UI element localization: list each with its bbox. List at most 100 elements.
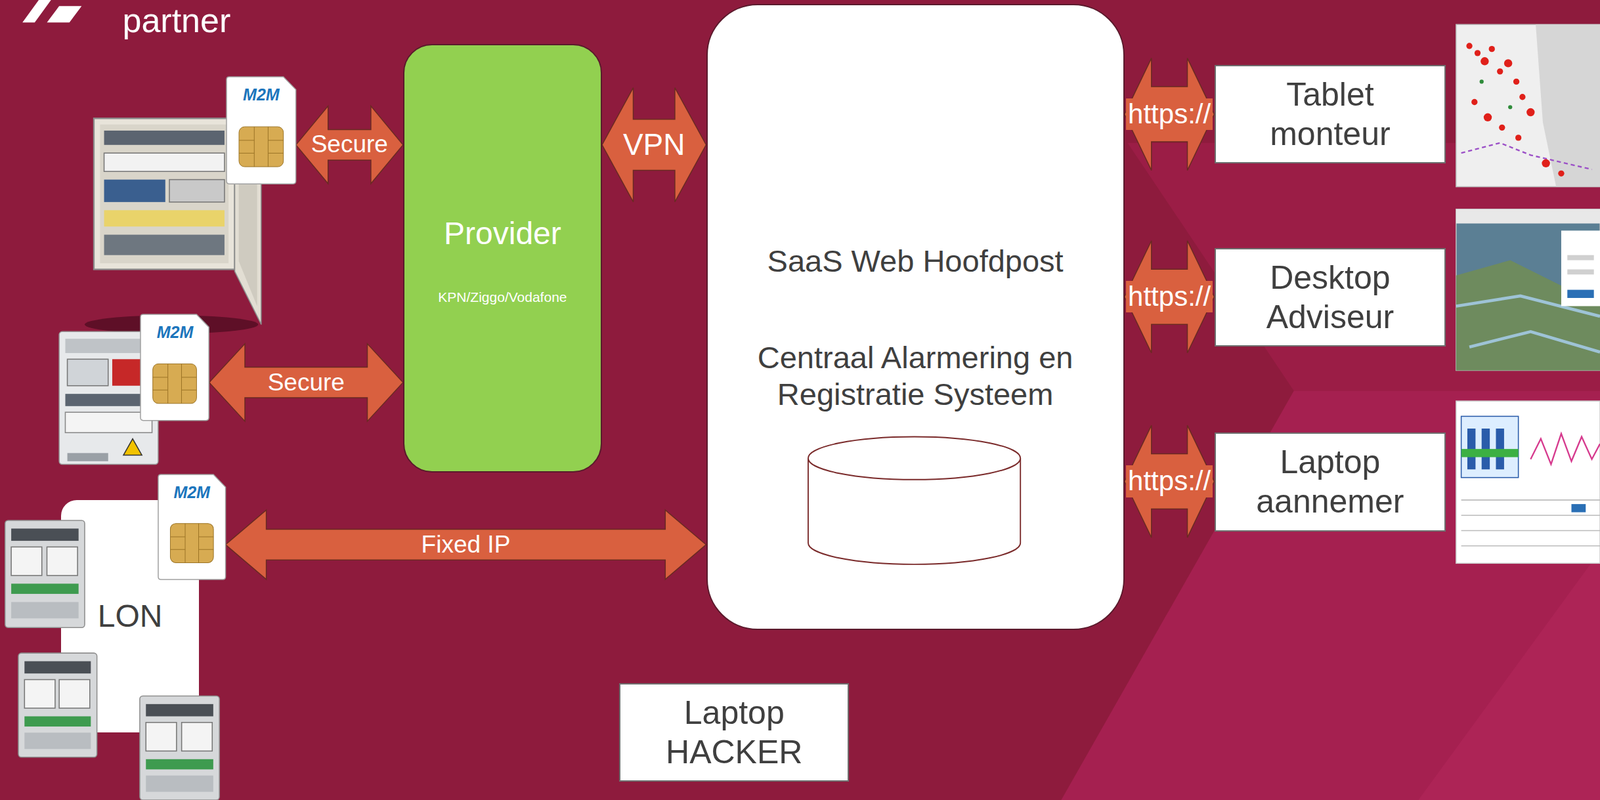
database-top bbox=[808, 436, 1021, 480]
map-screenshot bbox=[1456, 24, 1600, 187]
software-screenshot bbox=[1456, 401, 1600, 564]
terminal-row bbox=[24, 716, 91, 728]
screenshot-frame bbox=[1456, 24, 1600, 187]
breaker-row bbox=[11, 528, 79, 541]
background-band bbox=[1418, 551, 1600, 800]
map-land bbox=[1535, 24, 1600, 187]
table-line bbox=[1461, 514, 1600, 517]
provider-box: ProviderKPN/Ziggo/Vodafone bbox=[403, 43, 603, 473]
terminal-row bbox=[104, 152, 225, 172]
login-card bbox=[1561, 230, 1600, 306]
breaker-row bbox=[145, 704, 214, 717]
cable-duct bbox=[11, 602, 79, 619]
node-subtitle: KPN/Ziggo/Vodafone bbox=[437, 288, 567, 306]
cable-glands bbox=[67, 453, 109, 461]
table-button bbox=[1571, 504, 1586, 513]
device-box: Desktop Adviseur bbox=[1214, 248, 1447, 348]
edge-label: https:// bbox=[1125, 98, 1213, 130]
breaker-row bbox=[64, 393, 152, 407]
map-dot bbox=[1513, 78, 1520, 85]
controller bbox=[104, 179, 166, 203]
warning-sign bbox=[123, 439, 142, 456]
login-screenshot bbox=[1456, 209, 1600, 371]
cable-duct bbox=[104, 235, 225, 256]
breaker-row bbox=[104, 130, 225, 146]
contactor bbox=[145, 722, 177, 752]
map-dot bbox=[1498, 124, 1505, 131]
node-title: Provider bbox=[443, 214, 562, 253]
map-dot bbox=[1519, 93, 1526, 100]
node-title: M2M bbox=[156, 322, 194, 343]
schematic-panel bbox=[1461, 416, 1519, 478]
sim-card-body bbox=[140, 314, 209, 421]
double-arrow bbox=[225, 510, 707, 580]
contactor bbox=[59, 680, 90, 710]
node-title: Laptop HACKER bbox=[651, 693, 817, 773]
cable-duct bbox=[24, 732, 91, 750]
map-dot bbox=[1508, 105, 1513, 109]
node-title: Laptop aannemer bbox=[1248, 442, 1413, 522]
database-body bbox=[808, 458, 1021, 565]
device-box: Laptop aannemer bbox=[1214, 432, 1447, 532]
table-line bbox=[1461, 530, 1600, 532]
login-button bbox=[1567, 290, 1594, 299]
node-subtitle: Centraal Alarmering en Registratie Syste… bbox=[731, 339, 1100, 414]
terminal-row bbox=[11, 583, 79, 595]
sim-chip bbox=[238, 126, 284, 167]
edge-label: Fixed IP bbox=[419, 531, 513, 560]
contactor bbox=[11, 546, 43, 576]
node-title: M2M bbox=[242, 84, 280, 105]
table-line bbox=[1461, 545, 1600, 547]
sim-chip-lines bbox=[152, 363, 197, 404]
map-dot bbox=[1479, 79, 1484, 84]
small-cabinet bbox=[5, 520, 85, 628]
node-title: LON bbox=[97, 597, 163, 636]
node-title: Desktop Adviseur bbox=[1248, 258, 1413, 337]
sim-chip-lines bbox=[238, 126, 284, 167]
controller bbox=[67, 359, 109, 386]
double-arrow bbox=[209, 344, 404, 422]
cabinet-body bbox=[139, 695, 220, 800]
logo-mark bbox=[22, 0, 52, 23]
small-cabinet bbox=[18, 653, 98, 758]
saas-platform-box: SaaS Web HoofdpostCentraal Alarmering en… bbox=[706, 3, 1125, 631]
map-dot bbox=[1496, 68, 1503, 75]
contactor bbox=[181, 722, 213, 752]
logo-text: partner bbox=[122, 1, 232, 41]
sim-card: M2M bbox=[226, 76, 297, 184]
map-dot bbox=[1489, 45, 1495, 52]
device-box: Laptop HACKER bbox=[619, 683, 849, 782]
terminal-row bbox=[145, 759, 214, 771]
edge-label: VPN bbox=[621, 127, 688, 163]
login-field bbox=[1567, 269, 1594, 275]
device-box: Tablet monteur bbox=[1214, 64, 1447, 163]
double-arrow bbox=[1124, 425, 1215, 538]
sim-card: M2M bbox=[158, 474, 226, 580]
double-arrow bbox=[1124, 58, 1215, 171]
screenshot-frame bbox=[1456, 401, 1600, 564]
table-line bbox=[1461, 499, 1600, 501]
cabinet-body bbox=[18, 653, 98, 758]
browser-bar bbox=[1456, 209, 1600, 224]
sim-chip-lines bbox=[170, 523, 214, 563]
map-dot bbox=[1474, 49, 1481, 56]
sim-chip bbox=[152, 363, 197, 404]
small-cabinet bbox=[139, 695, 220, 800]
terminal-row bbox=[64, 412, 152, 433]
sim-card-body bbox=[158, 474, 226, 580]
edge-label: Secure bbox=[309, 130, 390, 159]
aerial-water bbox=[1469, 331, 1600, 352]
map-dot bbox=[1504, 59, 1513, 67]
contactor bbox=[46, 546, 78, 576]
cabinet-panel bbox=[99, 124, 229, 264]
logo-mark bbox=[46, 5, 82, 23]
schematic-level bbox=[1461, 449, 1519, 457]
sim-card-body bbox=[226, 76, 297, 184]
node-title: SaaS Web Hoofdpost bbox=[767, 242, 1064, 280]
map-dot bbox=[1466, 42, 1472, 49]
contactor bbox=[24, 680, 56, 710]
screenshot-frame bbox=[1456, 209, 1600, 371]
relay-block bbox=[169, 179, 225, 203]
map-dot bbox=[1557, 170, 1564, 177]
double-arrow bbox=[602, 87, 707, 203]
